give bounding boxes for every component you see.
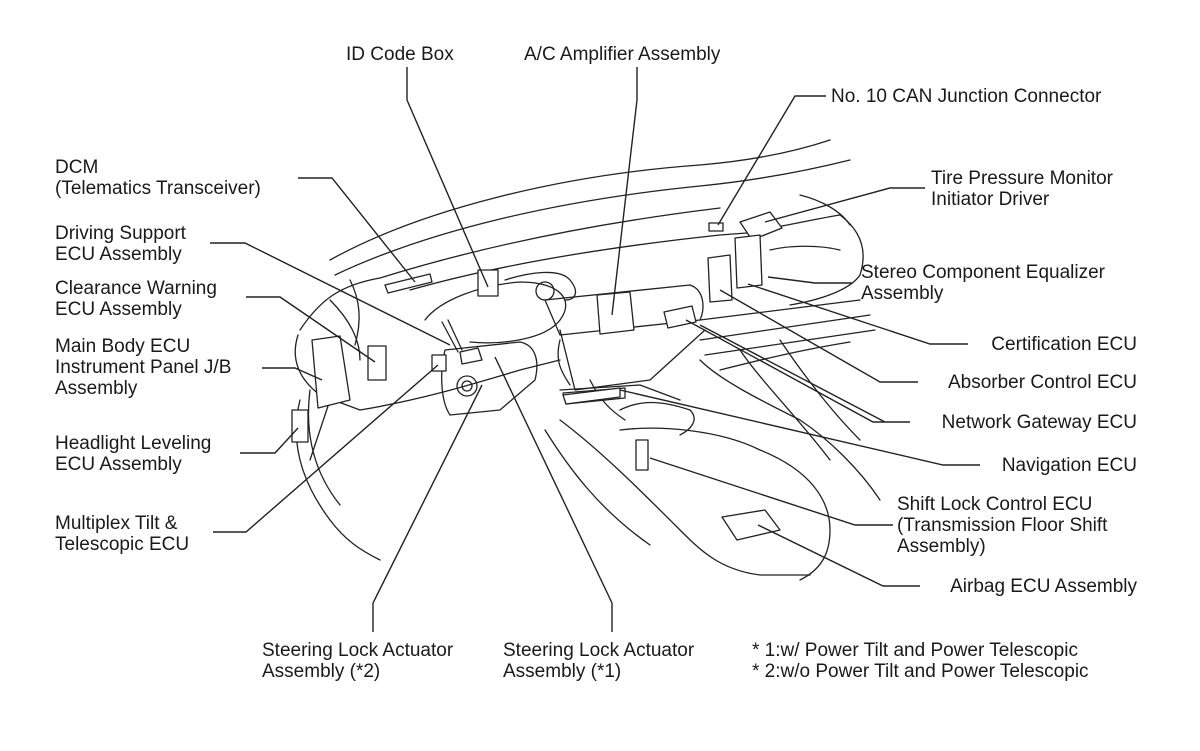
dcm-unit (384, 273, 433, 294)
tire-pressure-unit (739, 211, 783, 241)
label-line: Shift Lock Control ECU (897, 494, 1093, 515)
label-certification-ecu: Certification ECU (991, 334, 1137, 355)
stereo-equalizer-unit (734, 234, 763, 289)
label-navigation-ecu: Navigation ECU (1002, 455, 1137, 476)
dashboard-outline (294, 139, 881, 581)
leader-shift-lock (649, 457, 893, 526)
label-line: Clearance Warning (55, 278, 217, 299)
leader-absorber-control (719, 289, 918, 383)
label-line: ID Code Box (346, 44, 454, 65)
label-clearance-warning: Clearance Warning ECU Assembly (55, 278, 217, 320)
label-can-junction: No. 10 CAN Junction Connector (831, 86, 1101, 107)
label-line: Multiplex Tilt & (55, 513, 178, 534)
label-line: Steering Lock Actuator (503, 640, 695, 661)
label-network-gateway: Network Gateway ECU (942, 412, 1137, 433)
label-multiplex-tilt: Multiplex Tilt & Telescopic ECU (55, 513, 189, 555)
leader-stereo-equalizer (767, 276, 852, 284)
label-line: Main Body ECU (55, 336, 191, 357)
shift-lock-unit (635, 439, 649, 471)
label-airbag-ecu: Airbag ECU Assembly (950, 576, 1137, 597)
label-line: Network Gateway ECU (941, 412, 1137, 433)
leader-certification-ecu (747, 283, 968, 345)
label-line: Assembly (*1) (503, 661, 622, 682)
leader-clearance-warning (246, 296, 376, 363)
label-line: Instrument Panel J/B (55, 357, 232, 378)
label-line: Absorber Control ECU (947, 372, 1137, 393)
leader-network-gateway-2 (699, 324, 886, 423)
leader-id-code-box (406, 67, 489, 288)
footnotes: * 1:w/ Power Tilt and Power Telescopic *… (752, 640, 1089, 682)
label-line: Steering Lock Actuator (262, 640, 454, 661)
label-line: Driving Support (55, 223, 186, 244)
leader-headlight-leveling (240, 427, 299, 454)
network-gateway-unit (663, 305, 697, 329)
footnote: * 2:w/o Power Tilt and Power Telescopic (752, 661, 1089, 682)
leader-airbag-ecu (757, 524, 920, 587)
label-line: Navigation ECU (1001, 455, 1137, 476)
label-shift-lock: Shift Lock Control ECU (Transmission Flo… (897, 494, 1107, 557)
absorber-unit (707, 254, 733, 303)
components (291, 211, 783, 541)
label-line: Assembly (55, 378, 138, 399)
label-main-body-ecu: Main Body ECU Instrument Panel J/B Assem… (55, 336, 231, 399)
leader-steering-lock-1 (494, 356, 613, 632)
label-tire-pressure: Tire Pressure Monitor Initiator Driver (931, 168, 1113, 210)
label-line: No. 10 CAN Junction Connector (831, 86, 1102, 107)
label-line: Assembly (*2) (262, 661, 381, 682)
leader-tire-pressure (764, 187, 925, 223)
label-line: (Transmission Floor Shift (897, 515, 1108, 536)
leader-steering-lock-2 (372, 384, 483, 632)
leader-ac-amplifier (611, 67, 638, 316)
label-line: A/C Amplifier Assembly (524, 44, 721, 65)
label-id-code-box: ID Code Box (346, 44, 454, 65)
leader-driving-support (210, 242, 451, 346)
label-ac-amplifier: A/C Amplifier Assembly (524, 44, 720, 65)
label-line: Certification ECU (991, 334, 1137, 355)
leader-navigation-ecu (619, 389, 980, 466)
label-line: (Telematics Transceiver) (55, 178, 261, 199)
label-line: Stereo Component Equalizer (861, 262, 1105, 283)
label-line: Headlight Leveling (55, 433, 212, 454)
airbag-unit (721, 509, 781, 541)
label-headlight-leveling: Headlight Leveling ECU Assembly (55, 433, 211, 475)
navigation-unit (562, 387, 621, 405)
label-line: DCM (55, 157, 99, 178)
label-line: ECU Assembly (55, 454, 182, 475)
label-line: Assembly) (897, 536, 986, 557)
id-code-box-unit (477, 269, 499, 297)
label-line: ECU Assembly (55, 299, 182, 320)
label-stereo-equalizer: Stereo Component Equalizer Assembly (861, 262, 1105, 304)
leader-can-junction (717, 95, 826, 226)
footnote: * 1:w/ Power Tilt and Power Telescopic (752, 640, 1078, 661)
leader-multiplex-tilt (213, 364, 439, 533)
leader-main-body-ecu (262, 367, 323, 381)
headlight-leveling-unit (291, 409, 309, 443)
leader-dcm (298, 177, 416, 283)
label-line: ECU Assembly (55, 244, 182, 265)
ac-amplifier-unit (596, 291, 635, 335)
label-line: Airbag ECU Assembly (950, 576, 1137, 597)
label-line: Telescopic ECU (55, 534, 190, 555)
label-line: Initiator Driver (931, 189, 1050, 210)
label-driving-support: Driving Support ECU Assembly (55, 223, 186, 265)
main-body-ecu-unit (311, 335, 351, 409)
label-line: Tire Pressure Monitor (931, 168, 1113, 189)
label-absorber-control: Absorber Control ECU (948, 372, 1137, 393)
leader-lines (210, 67, 980, 632)
label-steering-lock-2: Steering Lock Actuator Assembly (*2) (262, 640, 453, 682)
label-dcm: DCM (Telematics Transceiver) (55, 157, 261, 199)
leader-network-gateway (685, 319, 910, 423)
label-steering-lock-1: Steering Lock Actuator Assembly (*1) (503, 640, 694, 682)
label-line: Assembly (861, 283, 944, 304)
clearance-warning-unit (367, 345, 387, 381)
can-junction-unit (708, 222, 724, 232)
